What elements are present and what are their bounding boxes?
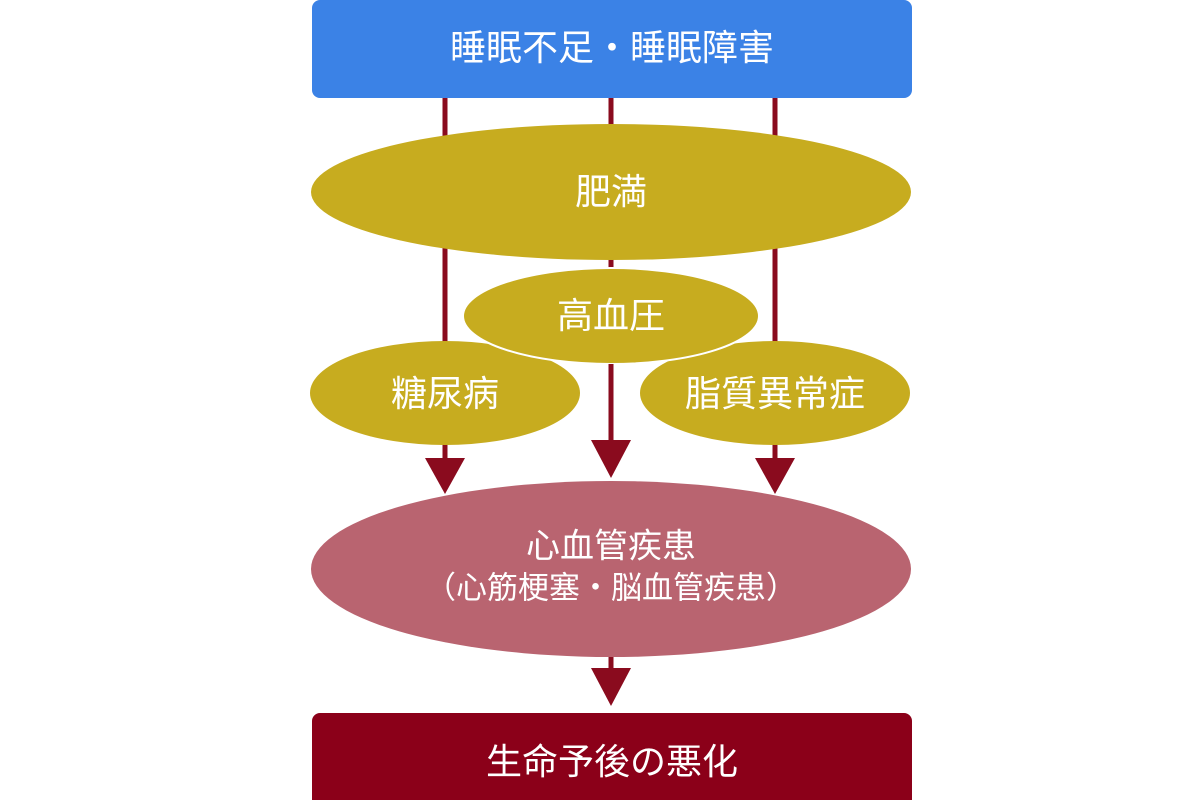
arrowhead-right bbox=[755, 458, 795, 494]
dyslipidemia-node bbox=[640, 341, 910, 445]
top-box-sleep-deprivation bbox=[312, 0, 912, 98]
obesity-node bbox=[311, 124, 911, 260]
top-box-label: 睡眠不足・睡眠障害 bbox=[450, 28, 774, 69]
cardiovascular-label: 心血管疾患 bbox=[526, 527, 696, 567]
hypertension-label: 高血圧 bbox=[557, 296, 665, 337]
arrowhead-bottom bbox=[591, 668, 631, 706]
bottom-box-prognosis bbox=[312, 713, 912, 800]
arrowhead-center bbox=[591, 440, 631, 478]
diabetes-label: 糖尿病 bbox=[391, 374, 499, 415]
dyslipidemia-label: 脂質異常症 bbox=[685, 374, 865, 415]
cardiovascular-node bbox=[311, 481, 911, 657]
arrowhead-left bbox=[425, 458, 465, 494]
diabetes-node bbox=[310, 341, 580, 445]
obesity-label: 肥満 bbox=[575, 172, 647, 213]
bottom-box-label: 生命予後の悪化 bbox=[486, 742, 738, 783]
cardiovascular-sublabel: （心筋梗塞・脳血管疾患） bbox=[425, 571, 797, 607]
